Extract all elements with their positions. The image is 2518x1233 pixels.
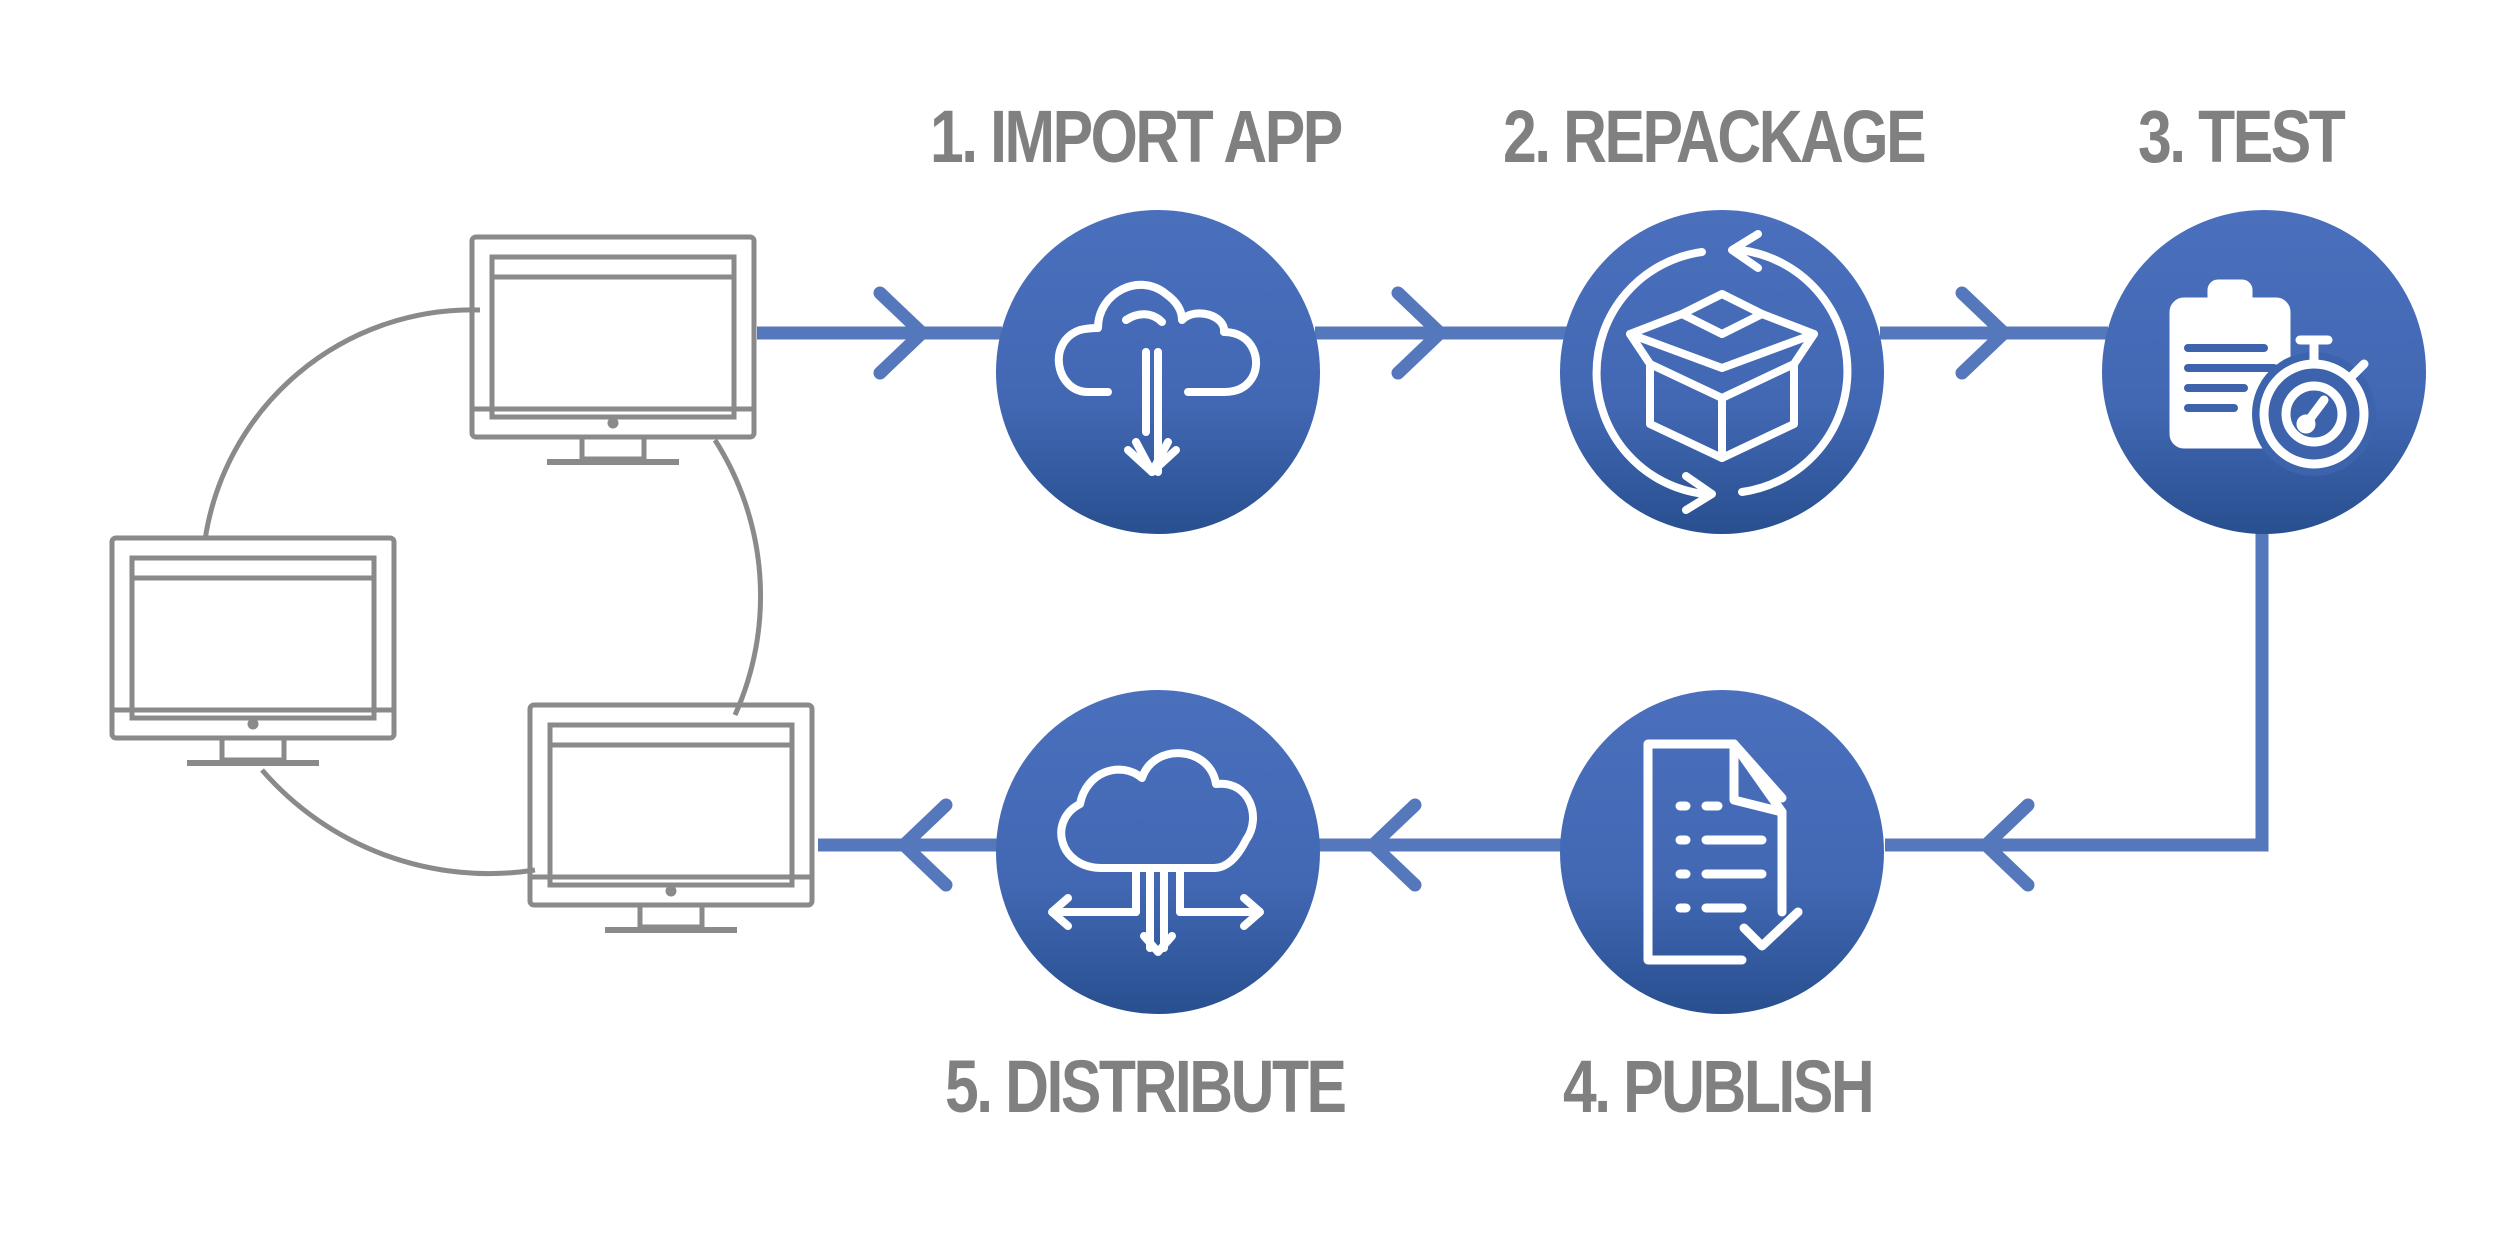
monitor-icon-top (469, 234, 757, 465)
flow-arrows (873, 286, 2035, 892)
step-4-circle (1560, 690, 1884, 1014)
step-4-label: 4. PUBLISH (1563, 1045, 1875, 1128)
step-5-label: 5. DISTRIBUTE (945, 1045, 1347, 1128)
arrow-right-3 (1955, 286, 2014, 380)
monitor-icon-bottom (527, 702, 815, 933)
monitor-ring (202, 307, 764, 877)
flow-connectors (757, 326, 2269, 852)
document-check-icon (1643, 739, 1803, 965)
arrow-left-1 (1976, 798, 2035, 892)
step-3-label: 3. TEST (2138, 95, 2346, 178)
step-2-label: 2. REPACKAGE (1503, 95, 1927, 178)
repackage-box-icon (1592, 230, 1852, 514)
arrow-right-2 (1391, 286, 1450, 380)
clipboard-stopwatch-icon (2169, 279, 2376, 476)
step-5-circle (996, 690, 1320, 1014)
arrow-right-1 (873, 286, 932, 380)
cloud-download-icon (1054, 280, 1260, 476)
arrow-left-3 (894, 798, 953, 892)
step-1-label: 1. IMPORT APP (930, 95, 1343, 178)
monitor-icon-left (109, 535, 397, 766)
cloud-distribute-icon (1048, 749, 1264, 956)
arrow-left-2 (1363, 798, 1422, 892)
